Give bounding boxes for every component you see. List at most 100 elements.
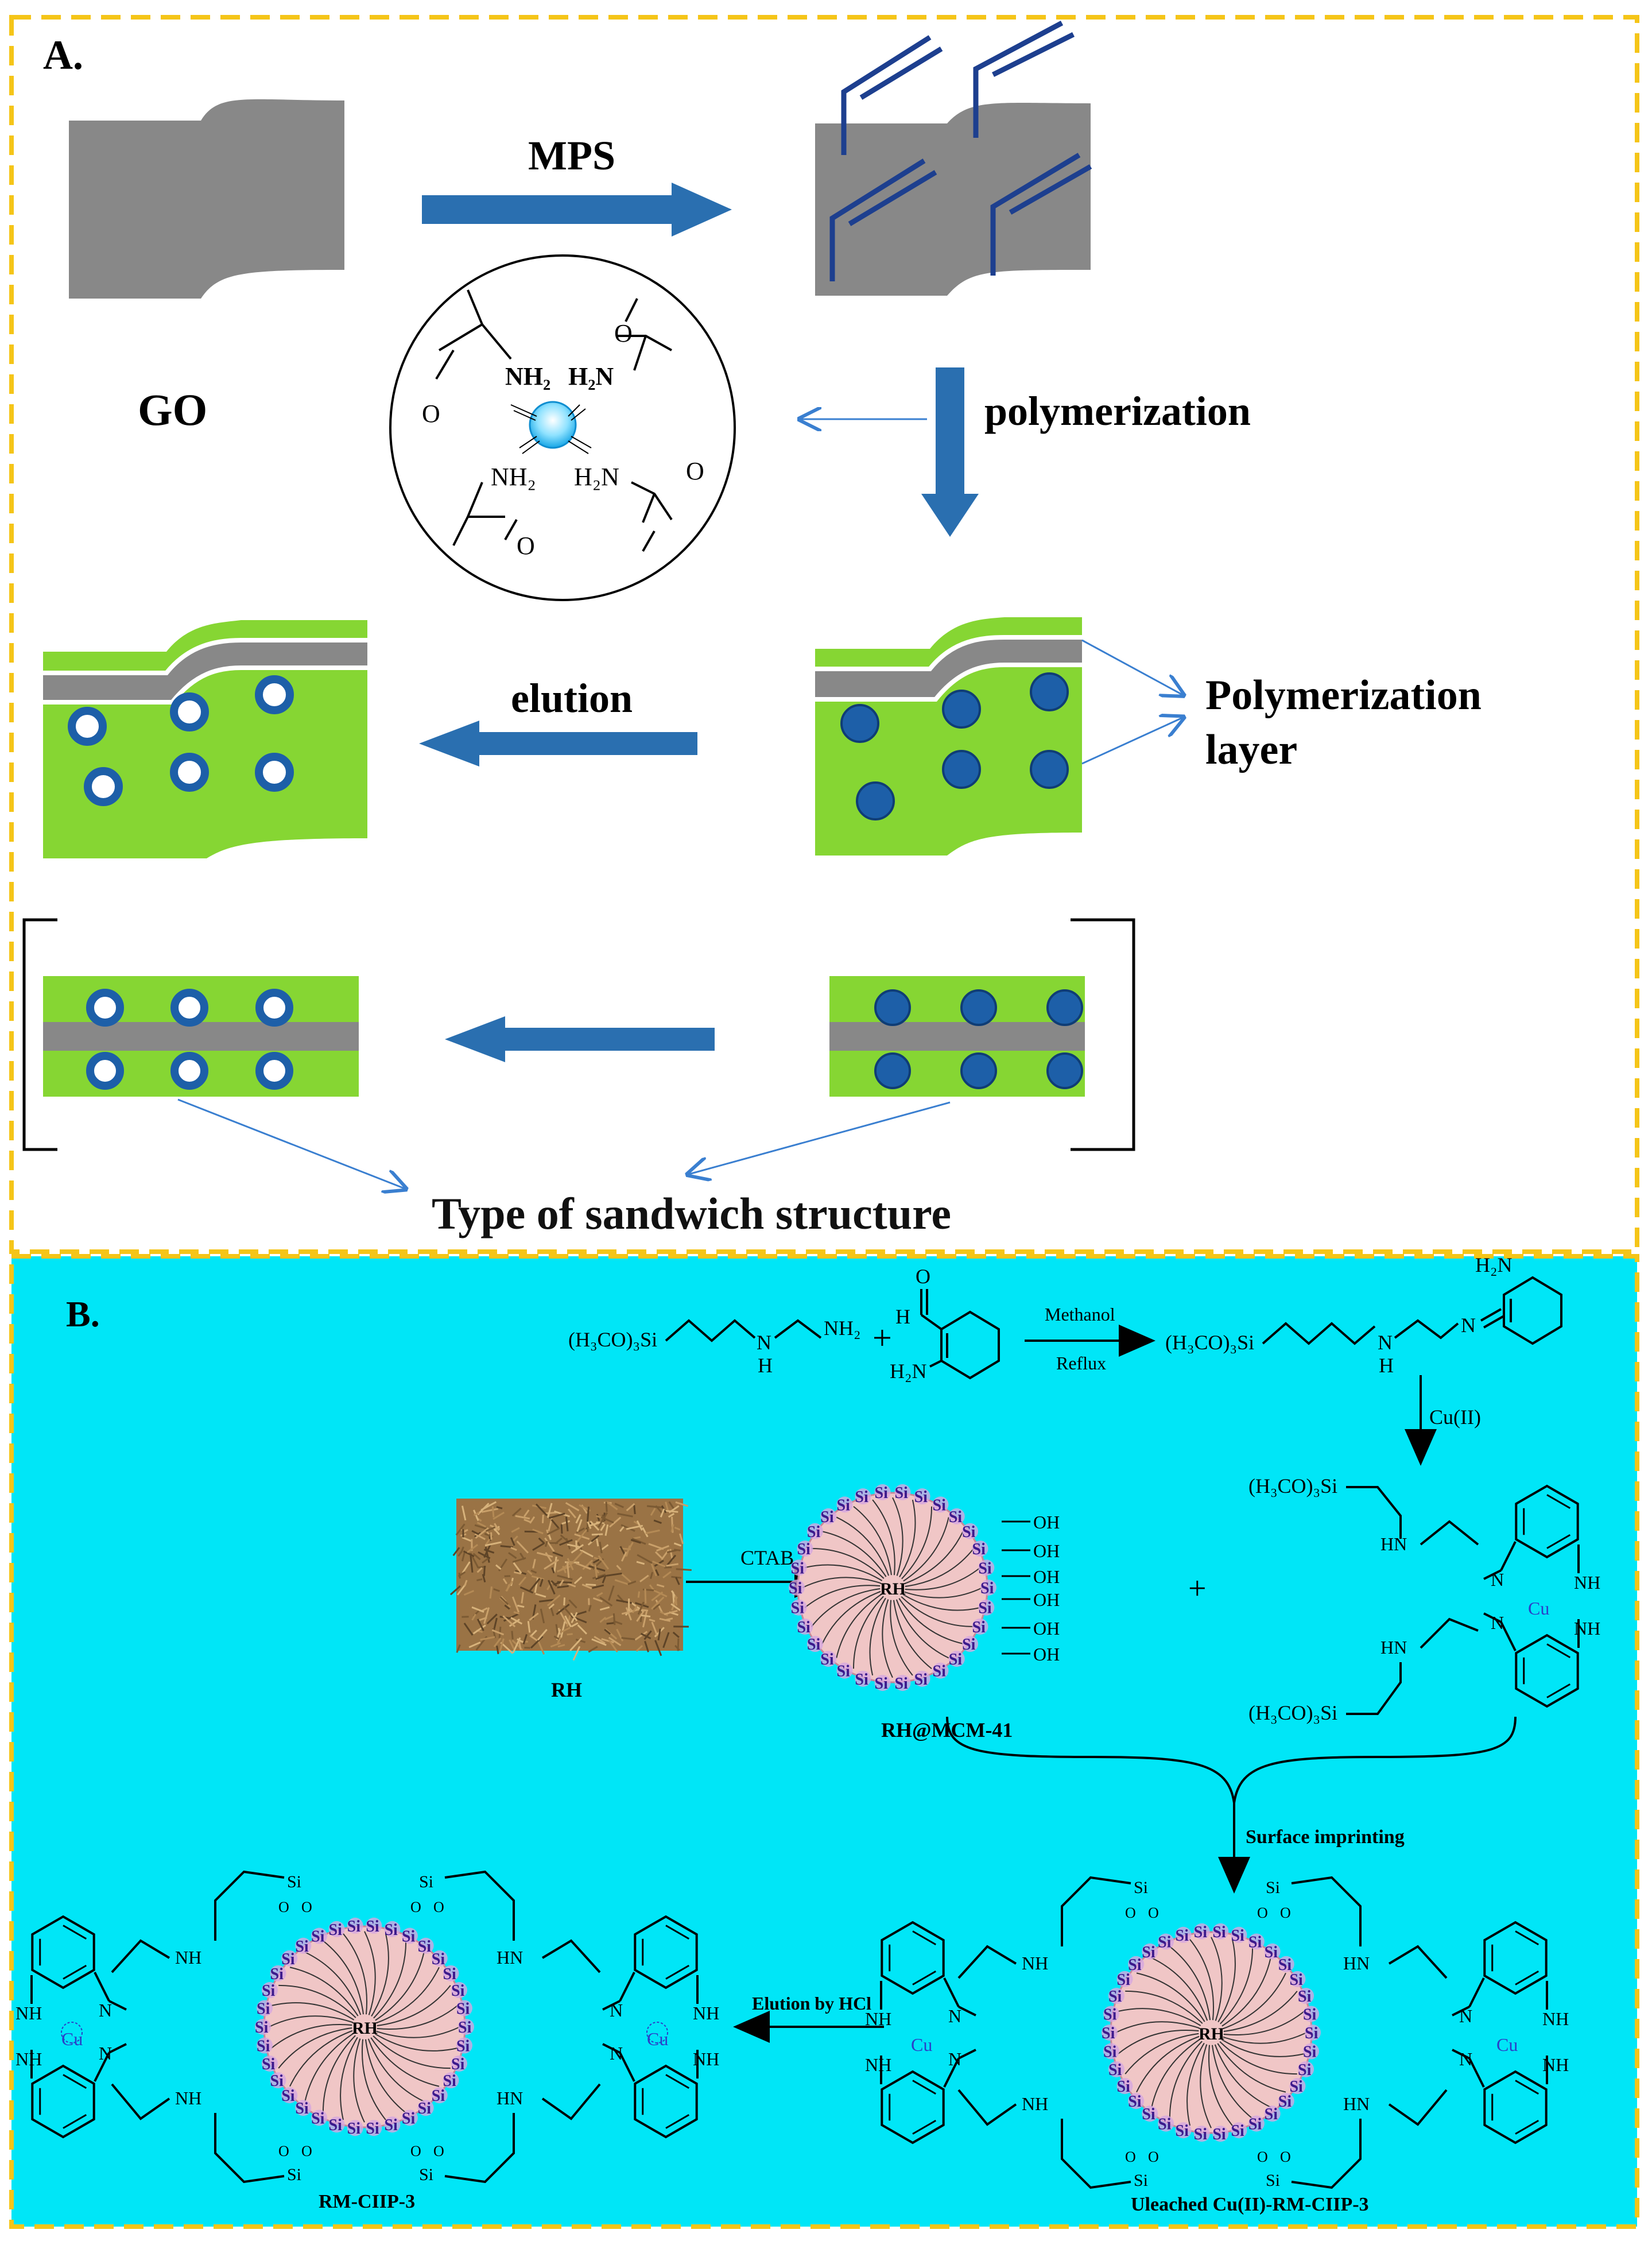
si-atom: Si (262, 2056, 276, 2073)
si-atom: Si (1212, 2126, 1226, 2143)
cu-atom: Cu (647, 2029, 668, 2049)
complex-silane-bottom: (H₃CO)₃Si (1248, 1701, 1337, 1724)
polymerized-sheet (815, 617, 1082, 856)
si-bridge: Si (287, 2165, 301, 2184)
si-atom: Si (807, 1523, 821, 1541)
oh-group: OH (1033, 1618, 1060, 1639)
si-atom: Si (1305, 2025, 1319, 2042)
si-atom: Si (978, 1600, 992, 1617)
husk-fiber (585, 1584, 596, 1585)
nh-linker: NH (175, 1947, 201, 1968)
sandwich-polymerized (829, 976, 1085, 1097)
husk-fiber (634, 1505, 635, 1514)
si-atom: Si (347, 2120, 361, 2138)
o-bridge: O (1257, 2149, 1268, 2165)
oh-group: OH (1033, 1566, 1060, 1587)
core-label: RH (1199, 2025, 1224, 2043)
si-bridge: Si (419, 2165, 433, 2184)
o-bridge: O (1280, 1905, 1291, 1921)
husk-fiber (542, 1515, 543, 1523)
si-atom: Si (962, 1523, 976, 1541)
aldehyde-h: H (895, 1305, 910, 1328)
si-atom: Si (418, 1938, 432, 1956)
oh-group: OH (1033, 1540, 1060, 1561)
o-bridge: O (410, 1899, 421, 1915)
panel-b-label: B. (66, 1294, 100, 1334)
template-inset: NH₂ H₂N NH₂ H₂N O O O O (390, 256, 735, 600)
o-bridge: O (1148, 1905, 1159, 1921)
o-bridge: O (1125, 1905, 1136, 1921)
aldehyde-o: O (916, 1265, 930, 1288)
si-atom: Si (875, 1484, 889, 1502)
methanol-label: Methanol (1045, 1304, 1115, 1325)
plus-sign-2: + (1188, 1571, 1207, 1607)
si-atom: Si (807, 1636, 821, 1654)
si-bridge: Si (419, 1872, 433, 1891)
si-atom: Si (311, 2109, 325, 2127)
product-silane: (H₃CO)₃Si (1165, 1331, 1254, 1354)
si-atom: Si (972, 1619, 986, 1636)
si-atom: Si (1158, 2115, 1172, 2133)
si-atom: Si (855, 1488, 868, 1506)
si-atom: Si (978, 1559, 992, 1577)
si-atom: Si (347, 1918, 361, 1936)
o-bridge: O (433, 1899, 444, 1915)
si-atom: Si (894, 1675, 908, 1693)
si-atom: Si (972, 1540, 986, 1558)
hn-linker: HN (1343, 2093, 1370, 2114)
n-atom: N (610, 2043, 623, 2064)
si-atom: Si (949, 1508, 963, 1526)
panel-a-label: A. (43, 32, 83, 78)
si-atom: Si (402, 1928, 416, 1946)
husk-fiber (614, 1613, 615, 1625)
si-atom: Si (456, 2000, 470, 2018)
plus-sign-1: + (872, 1319, 892, 1357)
nh-linker: NH (1022, 1953, 1048, 1973)
core-label: RH (880, 1580, 906, 1598)
husk-fiber (587, 1507, 588, 1522)
si-atom: Si (1265, 2105, 1278, 2123)
nh-linker: NH (175, 2088, 201, 2108)
si-atom: Si (837, 1496, 851, 1514)
nh-group: NH (1542, 2054, 1569, 2075)
oh-group: OH (1033, 1644, 1060, 1665)
husk-fiber (576, 1540, 577, 1550)
si-atom: Si (329, 1921, 343, 1939)
si-atom: Si (1248, 2115, 1262, 2133)
si-atom: Si (914, 1671, 928, 1689)
sandwich-label: Type of sandwich structure (432, 1189, 951, 1238)
husk-fiber (592, 1534, 603, 1535)
si-atom: Si (894, 1484, 908, 1502)
si-atom: Si (875, 1675, 889, 1693)
si-atom: Si (1303, 2006, 1317, 2023)
cu-step-label: Cu(II) (1429, 1406, 1481, 1429)
inset-nh2-top-left: NH₂ (505, 362, 550, 390)
si-atom: Si (1108, 2061, 1122, 2079)
husk-fiber (559, 1628, 560, 1635)
o-bridge: O (1280, 2149, 1291, 2165)
product-n: N (1378, 1331, 1393, 1354)
oh-group: OH (1033, 1512, 1060, 1532)
si-atom: Si (1142, 2105, 1155, 2123)
o-bridge: O (301, 1899, 312, 1915)
reagent-nh2: NH₂ (824, 1317, 861, 1340)
husk-fiber (512, 1631, 513, 1639)
o-bridge: O (1257, 1905, 1268, 1921)
si-atom: Si (1176, 1927, 1189, 1945)
si-atom: Si (1298, 1988, 1312, 2006)
polymerization-label: polymerization (984, 388, 1251, 434)
aldehyde-h2n: H₂N (890, 1360, 927, 1383)
husk-fiber (567, 1634, 573, 1635)
si-atom: Si (820, 1508, 834, 1526)
si-atom: Si (962, 1636, 976, 1654)
hn-linker: HN (497, 1947, 523, 1968)
eluted-sheet (43, 620, 367, 858)
husk-fiber (493, 1507, 494, 1518)
husk-fiber (544, 1512, 556, 1514)
nh-group: NH (1574, 1572, 1600, 1593)
si-atom: Si (980, 1580, 994, 1597)
nh-group: NH (865, 2054, 891, 2075)
si-atom: Si (791, 1600, 805, 1617)
